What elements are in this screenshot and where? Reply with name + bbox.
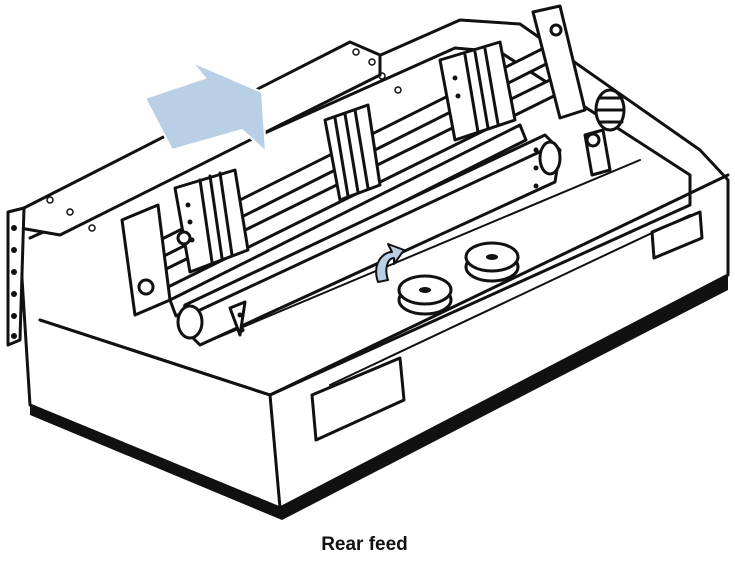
large-arrow-icon — [143, 61, 268, 155]
right-tractor — [438, 4, 587, 142]
ribbon-spool-right — [464, 241, 520, 283]
printer-rear-feed-illustration: .ln { fill: none; stroke: #111; stroke-w… — [6, 4, 730, 520]
platen-knob — [594, 88, 626, 132]
release-lever — [583, 128, 612, 177]
small-curved-arrow-icon — [375, 243, 405, 283]
platen-roller — [176, 133, 562, 347]
front-panel-window — [310, 356, 406, 442]
middle-paper-guide — [323, 103, 382, 202]
ribbon-spool-left — [397, 274, 453, 316]
left-tractor — [120, 168, 250, 317]
side-panel-window — [650, 210, 704, 260]
figure-caption: Rear feed — [321, 534, 408, 555]
printer-body — [16, 18, 730, 520]
